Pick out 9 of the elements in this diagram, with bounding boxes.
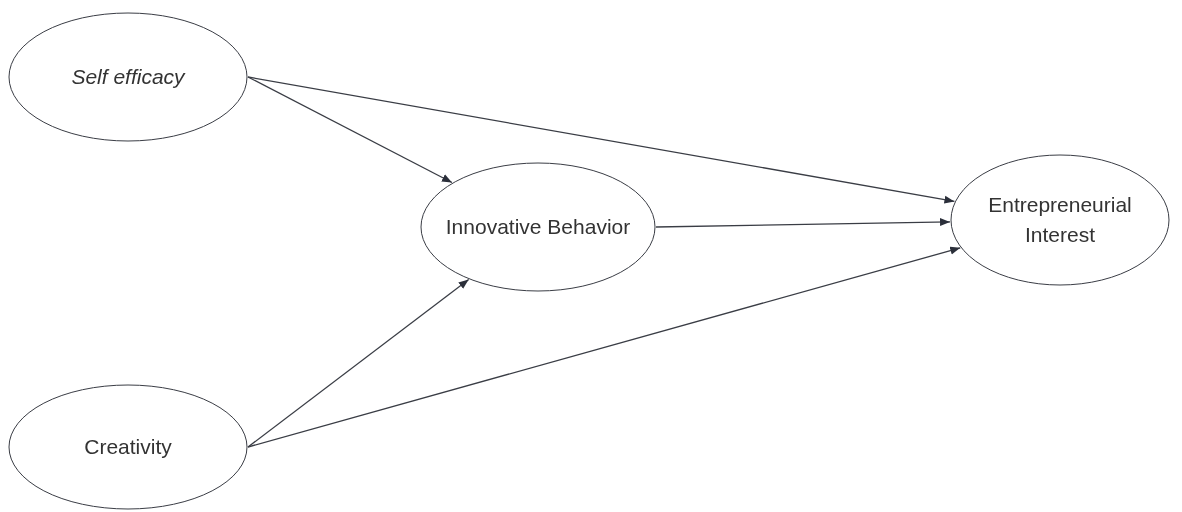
construct-label: Entrepreneurial Interest <box>987 192 1133 248</box>
arrow <box>247 278 470 448</box>
construct-label: Innovative Behavior <box>444 214 632 240</box>
construct-label: Self efficacy <box>70 64 187 90</box>
arrow <box>247 76 956 204</box>
construct-label: Creativity <box>83 434 173 460</box>
arrow <box>247 246 961 448</box>
arrow <box>655 218 951 228</box>
arrow <box>247 76 453 184</box>
